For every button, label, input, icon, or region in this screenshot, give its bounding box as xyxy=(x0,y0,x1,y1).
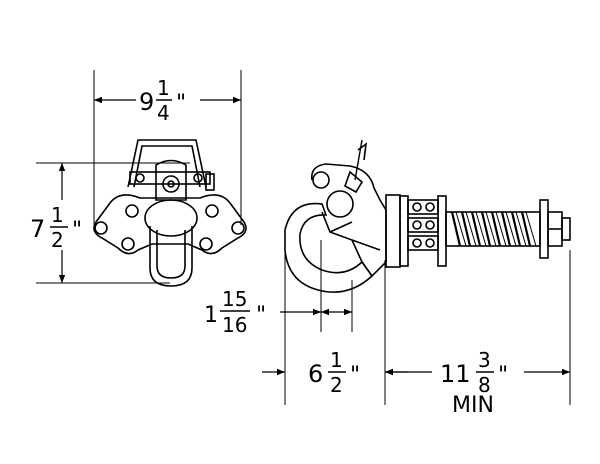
width-whole: 9 xyxy=(139,88,154,116)
opening-denominator: 16 xyxy=(222,313,247,337)
height-numerator: 1 xyxy=(51,203,64,227)
height-denominator: 2 xyxy=(51,228,64,252)
body-length-denominator: 8 xyxy=(478,373,491,397)
hook-length-dimension: 6 1 2 " xyxy=(262,348,408,397)
body-length-whole: 11 xyxy=(440,360,471,388)
opening-whole: 1 xyxy=(204,303,218,328)
width-unit: " xyxy=(176,91,186,116)
front-view xyxy=(36,70,247,287)
body-length-numerator: 3 xyxy=(478,348,491,372)
hook-length-unit: " xyxy=(350,363,360,388)
body-length-dimension: 11 3 8 " MIN xyxy=(385,348,570,418)
opening-numerator: 15 xyxy=(222,287,247,311)
hook-opening-dimension: 1 15 16 " xyxy=(204,287,352,337)
side-view xyxy=(284,139,571,405)
body-length-unit: " xyxy=(498,363,508,388)
opening-unit: " xyxy=(256,303,266,328)
height-unit: " xyxy=(72,218,82,243)
height-whole: 7 xyxy=(30,215,45,243)
width-dimension: 9 1 4 " xyxy=(94,76,241,125)
body-length-note: MIN xyxy=(452,393,494,418)
hook-length-denominator: 2 xyxy=(330,373,343,397)
width-denominator: 4 xyxy=(157,101,170,125)
height-dimension: 7 1 2 " xyxy=(30,163,82,283)
hook-length-numerator: 1 xyxy=(330,348,343,372)
width-numerator: 1 xyxy=(157,76,170,100)
hook-length-whole: 6 xyxy=(308,360,323,388)
